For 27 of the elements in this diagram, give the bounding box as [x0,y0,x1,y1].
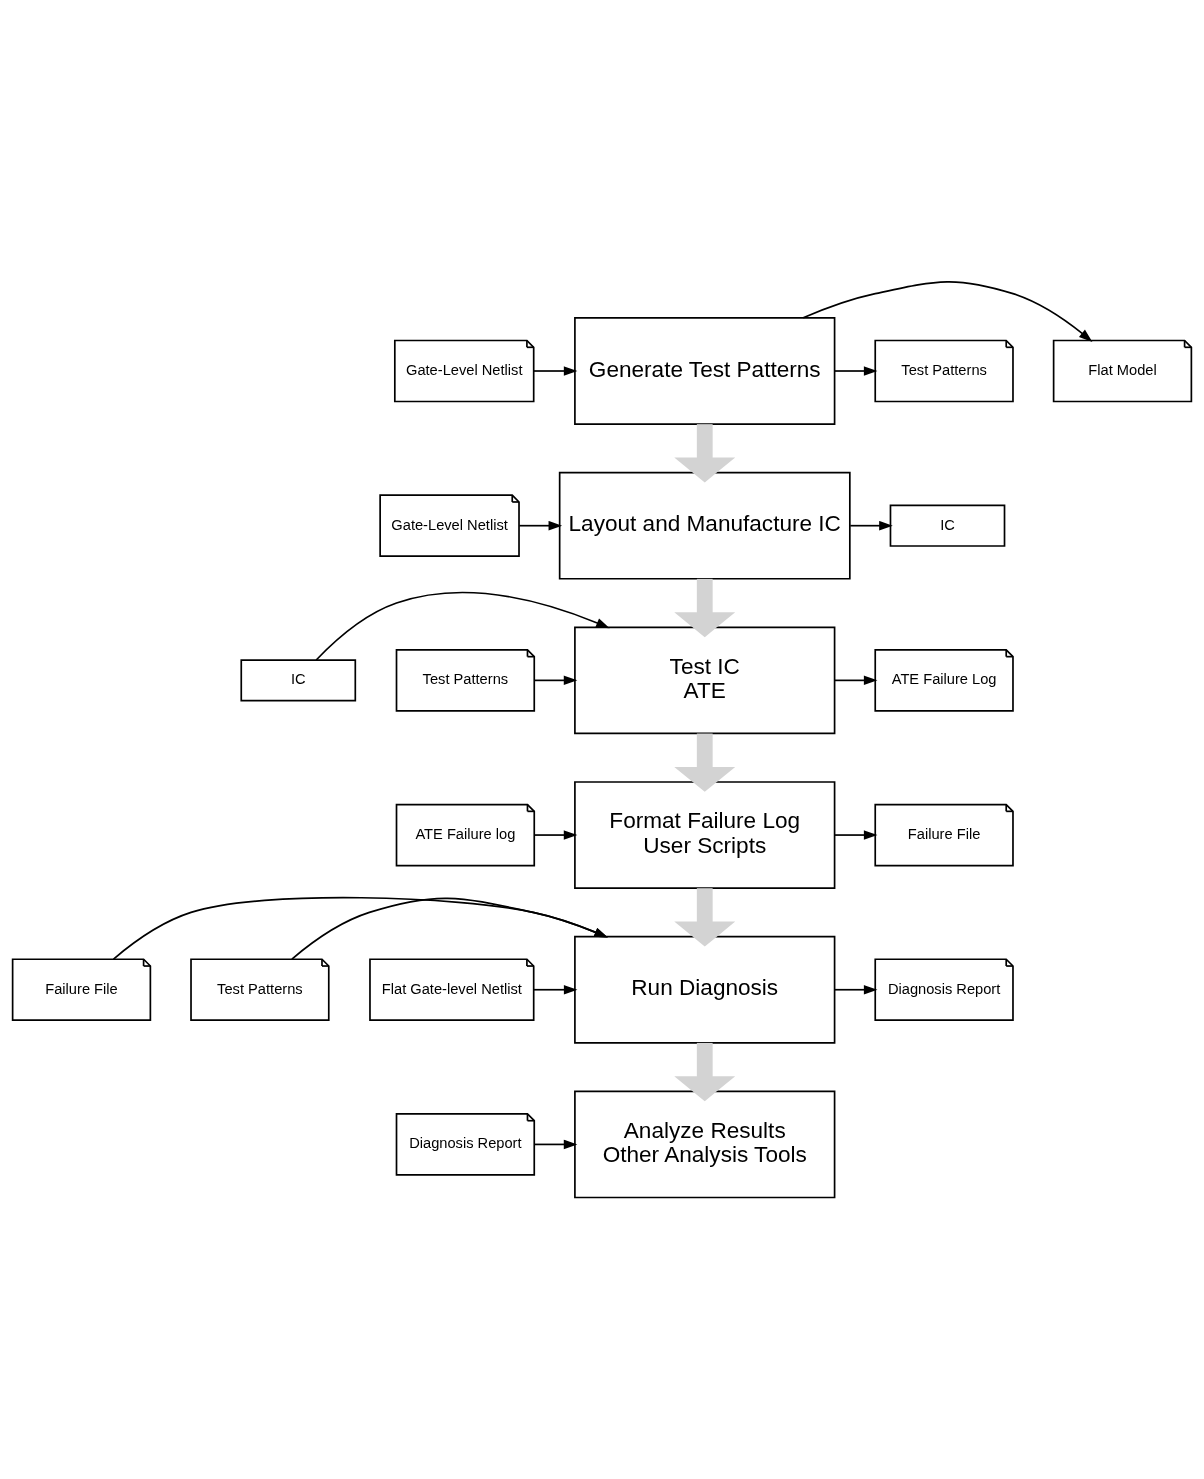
arrow [532,366,578,376]
arrow [674,424,736,483]
node-box: IC [240,659,357,702]
arrow [833,366,878,376]
node-box: Format Failure Log User Scripts [574,781,836,889]
arrow [833,830,878,840]
arrow [674,888,736,947]
arrow [533,675,578,686]
node-box: IC [889,504,1006,547]
node-box: Analyze Results Other Analysis Tools [574,1090,836,1199]
node-box: Layout and Manufacture IC [558,471,851,580]
node-box: Test IC ATE [574,626,836,735]
arrow [849,520,893,531]
arrow [674,733,736,792]
arrow [674,578,736,638]
arrow [674,1042,736,1102]
arrow [518,520,563,531]
arrow [291,897,608,960]
arrow [112,896,608,960]
arrow [833,985,878,995]
arrow [533,1139,578,1150]
arrow [533,830,578,840]
arrow [533,985,578,995]
arrow [833,675,878,686]
node-box: Run Diagnosis [574,935,836,1044]
arrow [802,281,1093,342]
node-box: Generate Test Patterns [574,317,836,425]
